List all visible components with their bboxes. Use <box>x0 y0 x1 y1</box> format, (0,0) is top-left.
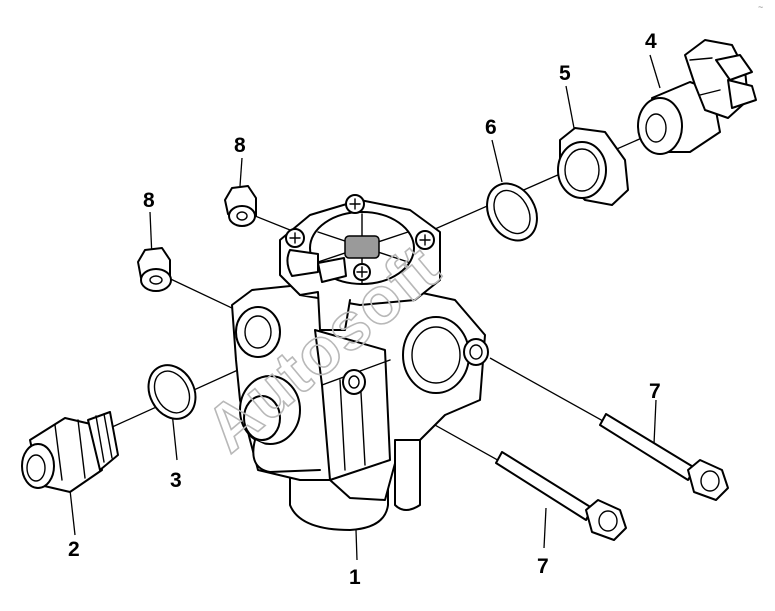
bolt-part-7-lower <box>495 451 627 541</box>
bolt-part-7-upper <box>599 413 729 501</box>
callout-4: 4 <box>645 30 657 53</box>
callout-3: 3 <box>170 469 182 492</box>
callout-2: 2 <box>68 538 80 561</box>
electrical-connector-part-4 <box>637 39 757 155</box>
o-ring-part-6 <box>486 182 538 242</box>
hex-nut-part-5 <box>557 127 629 206</box>
callout-8-lower: 8 <box>143 189 155 212</box>
callout-7-lower: 7 <box>537 555 549 578</box>
flange-nut-part-8-upper <box>224 185 257 227</box>
valve-body-part-1 <box>231 194 489 531</box>
callout-6: 6 <box>485 116 497 139</box>
threaded-fitting-part-2 <box>21 411 119 493</box>
callout-5: 5 <box>559 62 571 85</box>
callout-1: 1 <box>349 566 361 589</box>
corner-mark: ~ <box>758 2 763 12</box>
callout-7-upper: 7 <box>649 380 661 403</box>
callout-8-upper: 8 <box>234 134 246 157</box>
callout-labels: 1 2 3 4 5 6 7 7 8 8 <box>68 30 661 589</box>
o-ring-part-3 <box>147 364 197 420</box>
flange-nut-part-8-lower <box>137 247 172 292</box>
